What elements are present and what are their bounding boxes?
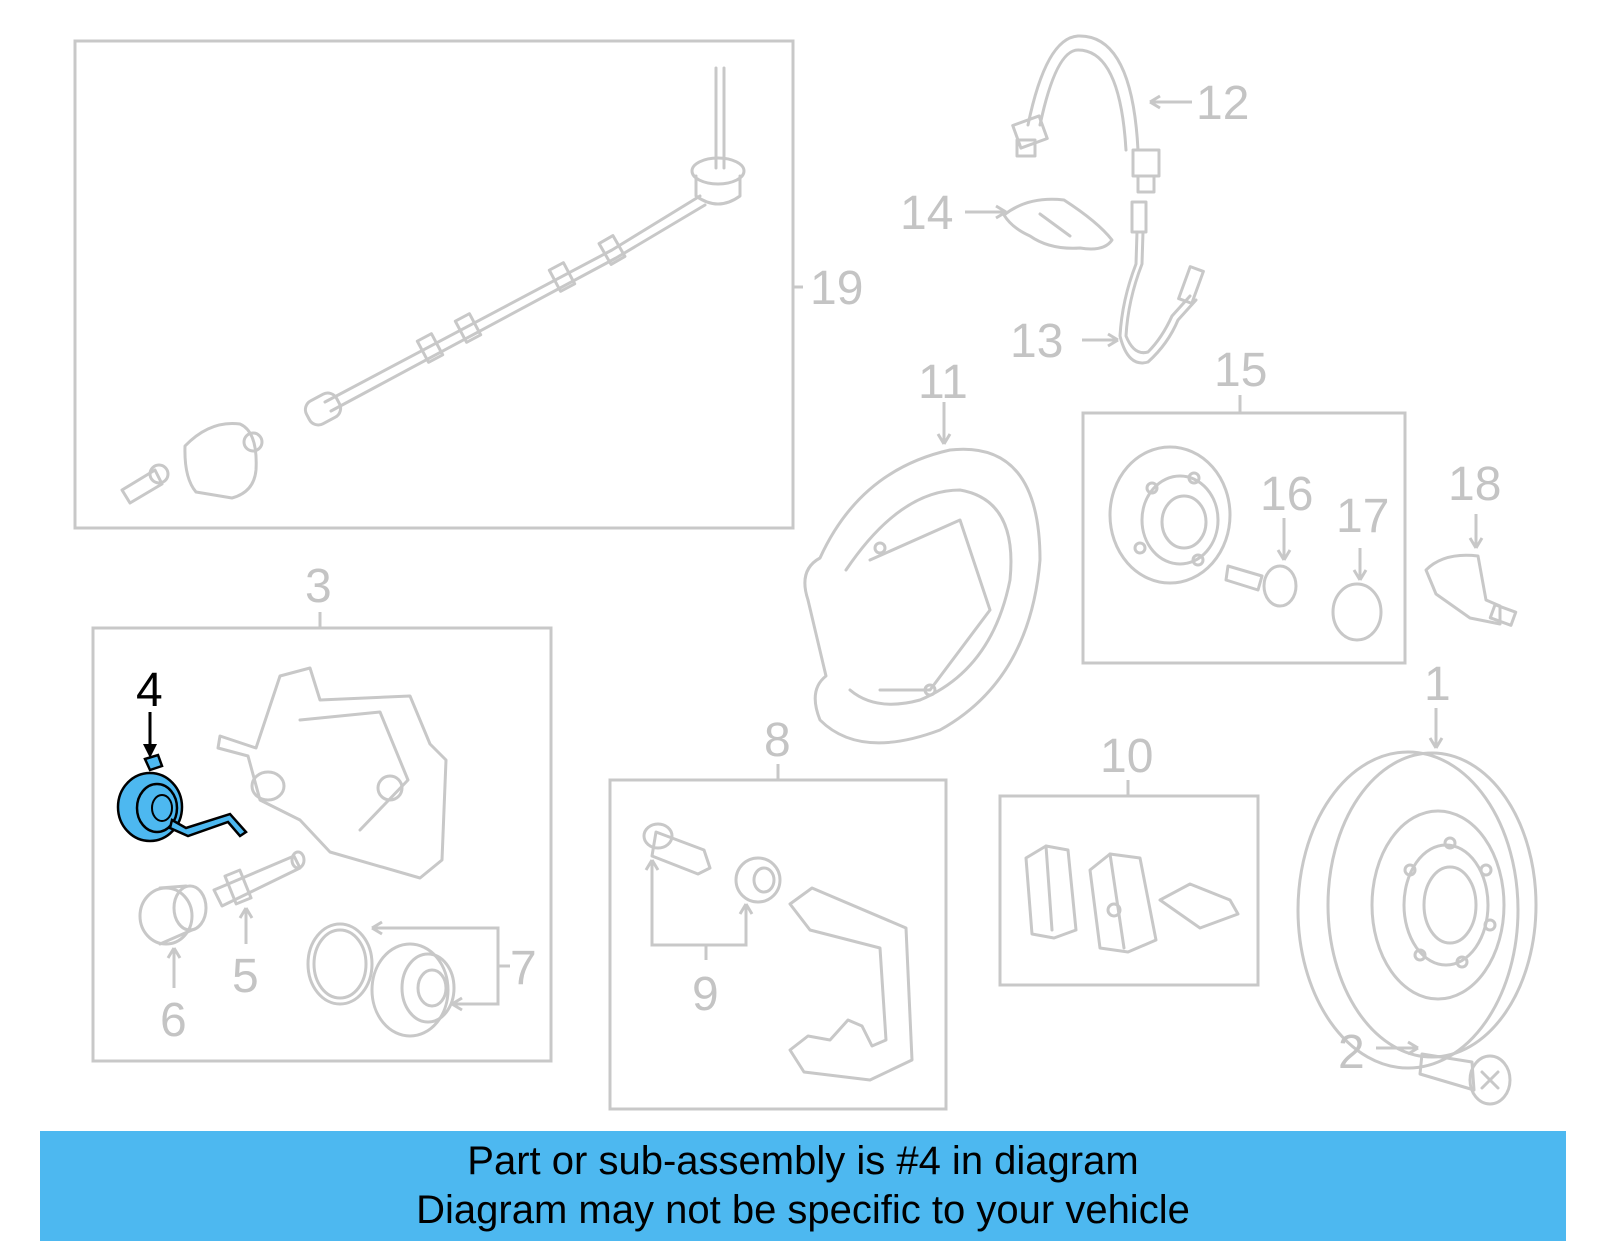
banner-line-part: Part or sub-assembly is #4 in diagram (467, 1139, 1139, 1183)
part-12-brake-hose[interactable] (1011, 34, 1161, 194)
callout-5: 5 (232, 950, 259, 1003)
part-9-guide-pin[interactable] (642, 822, 782, 904)
callout-15: 15 (1214, 344, 1267, 397)
callout-19: 19 (810, 262, 863, 315)
part-11-backing-plate[interactable] (803, 447, 1042, 745)
part-19-speed-sensor-harness[interactable] (120, 66, 746, 505)
part-3-caliper[interactable] (216, 666, 448, 880)
callout-12: 12 (1196, 77, 1249, 130)
part-6-guide-bushing[interactable] (138, 884, 208, 946)
part-1-brake-rotor[interactable] (1296, 750, 1538, 1070)
callout-8: 8 (764, 714, 791, 767)
part-5-bleeder-screw[interactable] (212, 850, 306, 908)
part-7-piston-seal[interactable] (306, 922, 456, 1038)
group-box-3 (91, 626, 553, 1063)
callout-4: 4 (136, 664, 163, 717)
part-2-rotor-screw[interactable] (1418, 1052, 1512, 1106)
callout-14: 14 (900, 187, 953, 240)
callout-11: 11 (918, 356, 968, 409)
group-box-15 (1081, 411, 1407, 665)
group-box-10 (998, 794, 1260, 987)
part-18-sensor[interactable] (1424, 553, 1518, 627)
info-banner: Part or sub-assembly is #4 in diagram Di… (40, 1131, 1566, 1241)
part-8-caliper-bracket[interactable] (788, 886, 914, 1082)
callout-17: 17 (1336, 490, 1389, 543)
callout-3: 3 (305, 560, 332, 613)
callout-1: 1 (1424, 658, 1451, 711)
part-17-dust-cap[interactable] (1331, 582, 1383, 642)
callout-13: 13 (1010, 315, 1063, 368)
callout-16: 16 (1260, 468, 1313, 521)
part-14-hose-bracket[interactable] (1002, 197, 1114, 251)
part-13-brake-line[interactable] (1118, 200, 1205, 365)
callout-6: 6 (160, 994, 187, 1047)
group-box-19 (73, 39, 795, 530)
callout-7: 7 (510, 942, 537, 995)
callout-2: 2 (1338, 1026, 1365, 1079)
callout-10: 10 (1100, 730, 1153, 783)
part-4-spring[interactable] (116, 753, 248, 843)
part-16-hub-bolt[interactable] (1224, 564, 1298, 608)
callout-9: 9 (692, 968, 719, 1021)
part-10-brake-pads[interactable] (1024, 844, 1240, 954)
callout-18: 18 (1448, 458, 1501, 511)
part-15-hub-bearing[interactable] (1108, 445, 1232, 585)
banner-line-disclaimer: Diagram may not be specific to your vehi… (416, 1188, 1190, 1232)
